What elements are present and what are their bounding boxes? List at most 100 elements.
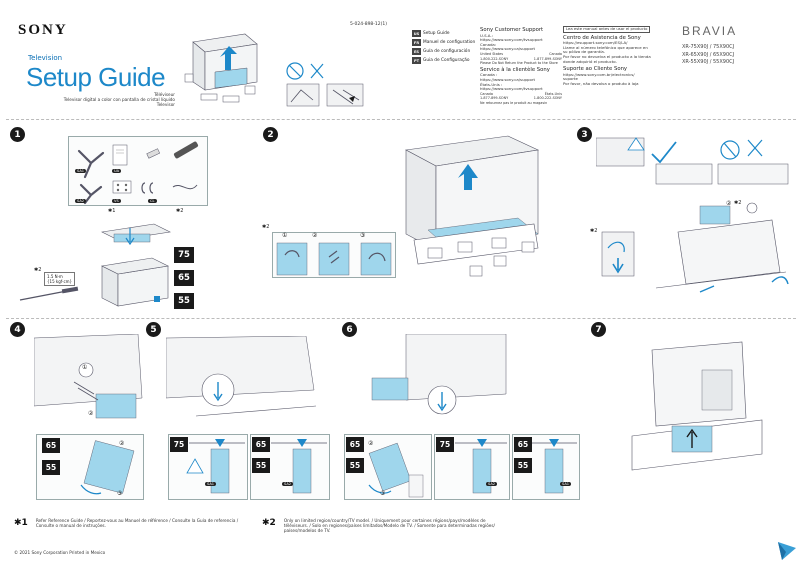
step-6-stand-illustration bbox=[371, 334, 507, 415]
support-line: Canada : bbox=[480, 72, 498, 78]
footnote-ref-2: ✱2 bbox=[590, 228, 598, 234]
size-tag-65: 65 bbox=[514, 437, 532, 452]
warning-illustration bbox=[283, 60, 367, 110]
subtitle-line: Televisor bbox=[156, 102, 175, 107]
circled-step: ② bbox=[312, 232, 318, 239]
footnote-line: Refer Reference Guide / Reportez-vous au… bbox=[35, 518, 239, 523]
support-link[interactable]: https://esupport.sony.com/ES/LA/ bbox=[563, 40, 628, 46]
sony-logo: SONY bbox=[18, 22, 68, 38]
support-line: U.S.A.: bbox=[480, 32, 493, 38]
size-tag-75: 75 bbox=[436, 437, 454, 452]
copyright: © 2021 Sony Corporation Printed in Mexic… bbox=[14, 550, 106, 555]
circled-step: ② bbox=[368, 440, 374, 447]
size-tag-55: 55 bbox=[174, 293, 194, 309]
step-3-warning-row bbox=[596, 137, 789, 185]
circled-step: ③ bbox=[117, 490, 123, 497]
section-divider bbox=[6, 318, 796, 319]
torque-value: {15 kgf·cm} bbox=[47, 279, 73, 284]
screwdriver-icon bbox=[19, 286, 79, 301]
phone-label: États-Unis bbox=[544, 91, 562, 96]
phone-number: 1-877-899-SONY bbox=[480, 96, 509, 101]
circled-step: ② bbox=[88, 410, 94, 417]
footnote-ref-2: ✱2 bbox=[34, 267, 42, 273]
footnote-ref-1: ✱1 bbox=[108, 208, 116, 214]
footnote-text: Refer Reference Guide / Reportez-vous au… bbox=[36, 518, 256, 528]
step-1-box-illustration bbox=[101, 223, 171, 307]
circled-step: ③ bbox=[360, 232, 366, 239]
phone-number: 1-800-222-SONY bbox=[480, 56, 509, 61]
step-2-handle-detail bbox=[272, 232, 396, 278]
support-line: Llame al número telefónico que aparece e… bbox=[563, 44, 648, 50]
parts-illustration bbox=[77, 141, 199, 205]
parts-frame bbox=[68, 136, 208, 206]
part-label-vs: VS bbox=[112, 199, 121, 203]
document-code: 5-024-898-12(1) bbox=[350, 22, 388, 27]
support-link[interactable]: https://www.sony.ca/support bbox=[480, 46, 535, 52]
language-label: Manuel de configuration bbox=[423, 40, 476, 45]
footnote-line: téléviseurs. / Solo en regiones/países l… bbox=[283, 523, 495, 528]
phone-labels: Canada États-Unis bbox=[480, 92, 562, 97]
part-label-sa1: SA1 bbox=[560, 482, 572, 486]
product-label: Television bbox=[28, 54, 63, 62]
step-2-badge: 2 bbox=[263, 127, 278, 142]
leg-detail-illustration bbox=[531, 439, 577, 494]
support-note: Please Do Not Return the Product to the … bbox=[480, 61, 558, 66]
part-label-cl: CL bbox=[148, 199, 157, 203]
circled-step: ② bbox=[119, 440, 125, 447]
bravia-logo: BRAVIA bbox=[682, 24, 738, 38]
phone-label: Canada bbox=[480, 91, 493, 96]
size-tag-55: 55 bbox=[514, 458, 532, 473]
step-7-lift-tv-illustration bbox=[631, 341, 763, 471]
support-title-es: Centro de Asistencia de Sony bbox=[563, 34, 641, 41]
support-line: donde adquirió el producto. bbox=[563, 58, 617, 64]
footnote-2: ✱2 Only on limited region/country/TV mod… bbox=[262, 518, 514, 533]
support-link[interactable]: https://www.sony.ca/support bbox=[480, 76, 535, 82]
circled-step: ② bbox=[726, 200, 732, 207]
circled-step: ① bbox=[82, 364, 88, 371]
support-line: États-Unis : bbox=[480, 81, 503, 87]
language-tag: US bbox=[412, 30, 421, 37]
footnote-1: ✱1 Refer Reference Guide / Reportez-vous… bbox=[14, 518, 256, 528]
page-title: Setup Guide bbox=[26, 62, 166, 92]
language-tag: ES bbox=[412, 48, 421, 55]
model-item: XR-55X90J / 55X90CJ bbox=[682, 59, 735, 65]
footnote-text: Only on limited region/country/TV model.… bbox=[284, 518, 514, 533]
subtitle-line: Televisor digital a color con pantalla d… bbox=[63, 97, 175, 102]
size-tag-65: 65 bbox=[252, 437, 270, 452]
footnote-line: Only on limited region/country/TV model.… bbox=[283, 518, 486, 523]
support-link[interactable]: https://www.sony.com/tvsupport bbox=[480, 86, 543, 92]
support-line: Por favor no devuelva el producto a la t… bbox=[563, 53, 651, 59]
support-link[interactable]: https://www.sony.com/tvsupport bbox=[480, 37, 543, 43]
size-tag-65: 65 bbox=[42, 438, 60, 453]
language-tag: FR bbox=[412, 39, 421, 46]
page-turn-icon bbox=[778, 542, 796, 560]
part-label-sa2: SA2 bbox=[486, 482, 498, 486]
part-label-sa2: SA2 bbox=[75, 199, 87, 203]
support-line: su póliza de garantía. bbox=[563, 49, 606, 55]
leg-detail-illustration bbox=[271, 439, 327, 494]
support-link[interactable]: https://www.sony.com.br/electronics/ bbox=[563, 71, 635, 77]
step-5-badge: 5 bbox=[146, 322, 161, 337]
footnote-mark: ✱2 bbox=[262, 518, 276, 528]
language-label: Guia de Configuração bbox=[423, 58, 470, 63]
step-1-badge: 1 bbox=[10, 127, 25, 142]
model-item: XR-75X90J / 75X90CJ bbox=[682, 44, 735, 50]
support-title-pt: Suporte ao Cliente Sony bbox=[563, 66, 628, 73]
stand-detail-illustration bbox=[80, 440, 135, 495]
support-link[interactable]: suporte bbox=[563, 76, 578, 82]
language-label: Guía de configuración bbox=[423, 49, 471, 54]
step-4-attach-illustration bbox=[34, 334, 143, 419]
language-tag: PT bbox=[412, 57, 421, 64]
support-line: Por favor, não devolva o produto à loja bbox=[563, 80, 639, 86]
step-5-stand-illustration bbox=[166, 336, 317, 417]
footnote-ref-2: ✱2 bbox=[176, 208, 184, 214]
footnote-ref-2: ✱2 bbox=[262, 224, 270, 230]
read-first-note: Lea este manual antes de usar el product… bbox=[563, 26, 651, 33]
language-label: Setup Guide bbox=[423, 31, 450, 36]
support-line: Canada: bbox=[480, 41, 497, 47]
torque-value: 1.5 N·m bbox=[47, 274, 63, 279]
